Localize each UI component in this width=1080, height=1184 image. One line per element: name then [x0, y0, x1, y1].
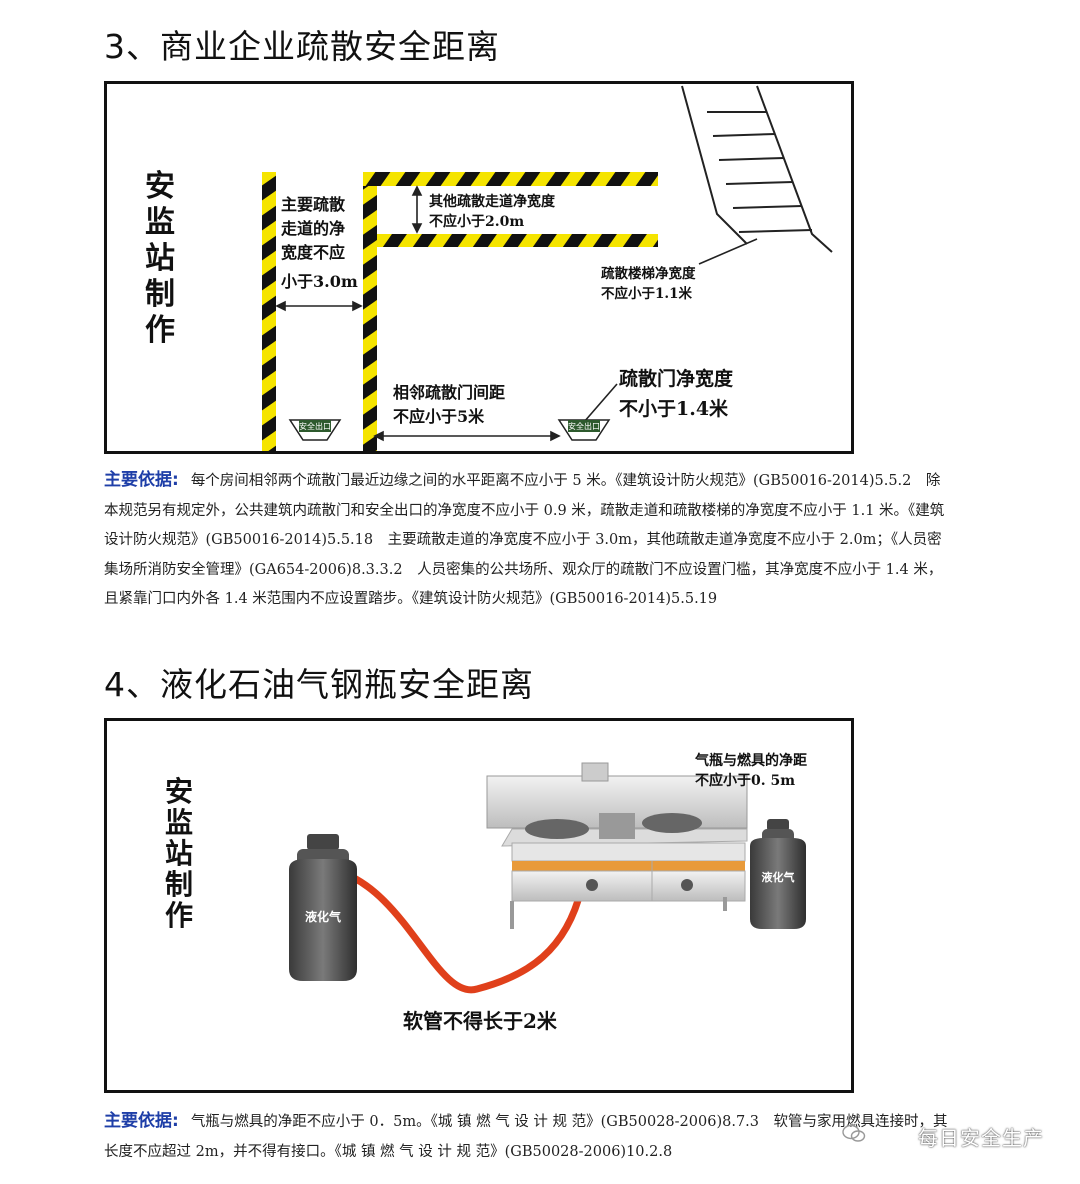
stair-width-label: 疏散楼梯净宽度 不应小于1.1米 — [601, 265, 696, 302]
svg-text:疏散楼梯净宽度: 疏散楼梯净宽度 — [601, 265, 696, 282]
brand-label-vertical: 安 监 站 制 作 — [145, 169, 175, 348]
cylinder-label: 液化气 — [762, 870, 795, 884]
section-3-title: 3、商业企业疏散安全距离 — [104, 27, 500, 66]
svg-text:气瓶与燃具的净距: 气瓶与燃具的净距 — [694, 752, 807, 769]
svg-text:作: 作 — [165, 899, 193, 932]
svg-text:安: 安 — [165, 775, 193, 808]
svg-text:监: 监 — [165, 806, 193, 839]
cylinder-label: 液化气 — [305, 909, 341, 924]
basis-label: 主要依据: — [104, 1111, 179, 1131]
upper-corridor-wall — [363, 172, 658, 186]
svg-text:制: 制 — [145, 277, 175, 312]
left-corridor-wall — [262, 172, 276, 451]
exit-sign-text: 安全出口 — [299, 421, 331, 431]
section-4-title: 4、液化石油气钢瓶安全距离 — [104, 665, 534, 704]
basis-text: 气瓶与燃具的净距不应小于 0．5m。《城 镇 燃 气 设 计 规 范》(GB50… — [104, 1114, 948, 1160]
svg-text:不应小于5米: 不应小于5米 — [393, 407, 485, 426]
hose-length-label: 软管不得长于2米 — [403, 1009, 558, 1033]
svg-text:疏散门净宽度: 疏散门净宽度 — [619, 367, 734, 390]
main-corridor-label: 主要疏散 走道的净 宽度不应 小于3.0m — [280, 195, 358, 291]
evacuation-diagram: 安全出口 安全出口 安 监 站 制 作 主要疏散 走道的净 宽度不应 小于3.0… — [104, 81, 854, 454]
svg-text:不应小于1.1米: 不应小于1.1米 — [601, 285, 692, 302]
lpg-cylinder-left: 液化气 — [289, 834, 357, 981]
basis-text: 每个房间相邻两个疏散门最近边缘之间的水平距离不应小于 5 米。《建筑设计防火规范… — [104, 473, 945, 607]
wechat-icon — [842, 1124, 866, 1142]
svg-text:不小于1.4米: 不小于1.4米 — [619, 397, 729, 420]
exit-sign-right: 安全出口 — [557, 419, 611, 441]
svg-text:站: 站 — [145, 241, 175, 276]
lpg-cylinder-right: 液化气 — [750, 819, 806, 929]
svg-text:作: 作 — [145, 313, 175, 348]
section-4-basis: 主要依据:气瓶与燃具的净距不应小于 0．5m。《城 镇 燃 气 设 计 规 范》… — [104, 1107, 950, 1167]
brand-label-vertical: 安 监 站 制 作 — [165, 775, 193, 932]
commercial-stove — [486, 762, 748, 929]
door-width-label: 疏散门净宽度 不小于1.4米 — [619, 367, 734, 420]
svg-text:不应小于2.0m: 不应小于2.0m — [429, 213, 524, 230]
staircase-drawing — [681, 85, 833, 253]
svg-text:监: 监 — [145, 205, 175, 240]
lower-corridor-wall — [377, 234, 658, 247]
exit-sign-left: 安全出口 — [288, 419, 342, 441]
section-3-basis: 主要依据:每个房间相邻两个疏散门最近边缘之间的水平距离不应小于 5 米。《建筑设… — [104, 466, 950, 615]
svg-text:主要疏散: 主要疏散 — [281, 195, 346, 214]
watermark: 每日安全生产 — [918, 1126, 1044, 1150]
svg-text:安: 安 — [145, 169, 175, 204]
door-spacing-label: 相邻疏散门间距 不应小于5米 — [393, 383, 505, 426]
basis-label: 主要依据: — [104, 470, 179, 490]
svg-text:制: 制 — [165, 868, 193, 901]
svg-text:不应小于0. 5m: 不应小于0. 5m — [695, 772, 795, 789]
svg-text:其他疏散走道净宽度: 其他疏散走道净宽度 — [429, 193, 556, 210]
svg-text:宽度不应: 宽度不应 — [281, 243, 345, 262]
exit-sign-text: 安全出口 — [568, 421, 600, 431]
svg-text:站: 站 — [165, 837, 193, 870]
svg-text:小于3.0m: 小于3.0m — [281, 272, 358, 291]
svg-text:走道的净: 走道的净 — [280, 219, 345, 238]
gas-hose — [335, 867, 586, 994]
other-corridor-label: 其他疏散走道净宽度 不应小于2.0m — [429, 193, 556, 230]
distance-label: 气瓶与燃具的净距 不应小于0. 5m — [694, 752, 807, 789]
svg-text:相邻疏散门间距: 相邻疏散门间距 — [393, 383, 505, 402]
right-corridor-wall — [363, 172, 377, 451]
lpg-cylinder-diagram: 液化气 液化气 安 监 — [104, 718, 854, 1093]
